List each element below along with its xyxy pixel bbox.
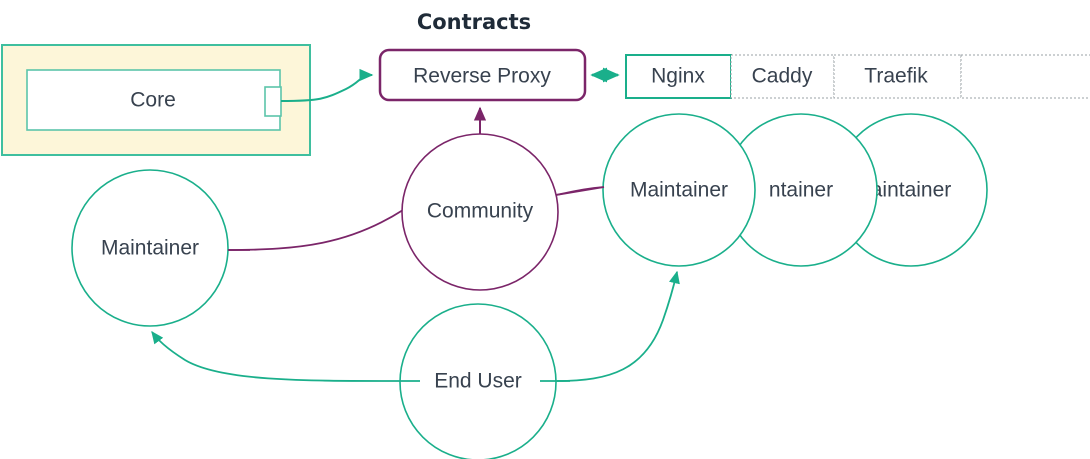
circle-maintainer-right-1[interactable]: Maintainer (602, 113, 756, 267)
end-user-circle[interactable] (399, 303, 557, 459)
contracts-title: Contracts (417, 10, 531, 34)
maintainer-r1-circle[interactable] (602, 113, 756, 267)
box-empty-slot[interactable] (960, 54, 1090, 99)
circle-maintainer-left[interactable]: Maintainer (71, 169, 229, 327)
community-circle[interactable] (401, 133, 559, 291)
box-traefik[interactable]: Traefik (833, 54, 962, 99)
reverse-proxy-box[interactable] (378, 48, 587, 102)
maintainer-left-circle[interactable] (71, 169, 229, 327)
edge-end-user-to-maintainer-left (151, 330, 401, 382)
caddy-box[interactable] (730, 54, 835, 99)
edge-stub-maintainer-right (555, 186, 605, 196)
core-port-handle[interactable] (264, 86, 282, 117)
edge-end-user-to-maintainer-right (556, 270, 680, 382)
edge-community-to-maintainer-left (227, 209, 404, 251)
circle-end-user[interactable]: End User (399, 303, 557, 459)
traefik-box[interactable] (833, 54, 962, 99)
box-caddy[interactable]: Caddy (730, 54, 835, 99)
box-nginx[interactable]: Nginx (625, 54, 732, 99)
nginx-box[interactable] (625, 54, 732, 99)
core-cluster[interactable]: Core (1, 44, 311, 156)
empty-slot-box[interactable] (960, 54, 1090, 99)
box-reverse-proxy[interactable]: Reverse Proxy (378, 48, 587, 102)
core-node-box[interactable] (26, 69, 281, 131)
edge-core-to-reverse-proxy (280, 68, 374, 102)
circle-community[interactable]: Community (401, 133, 559, 291)
